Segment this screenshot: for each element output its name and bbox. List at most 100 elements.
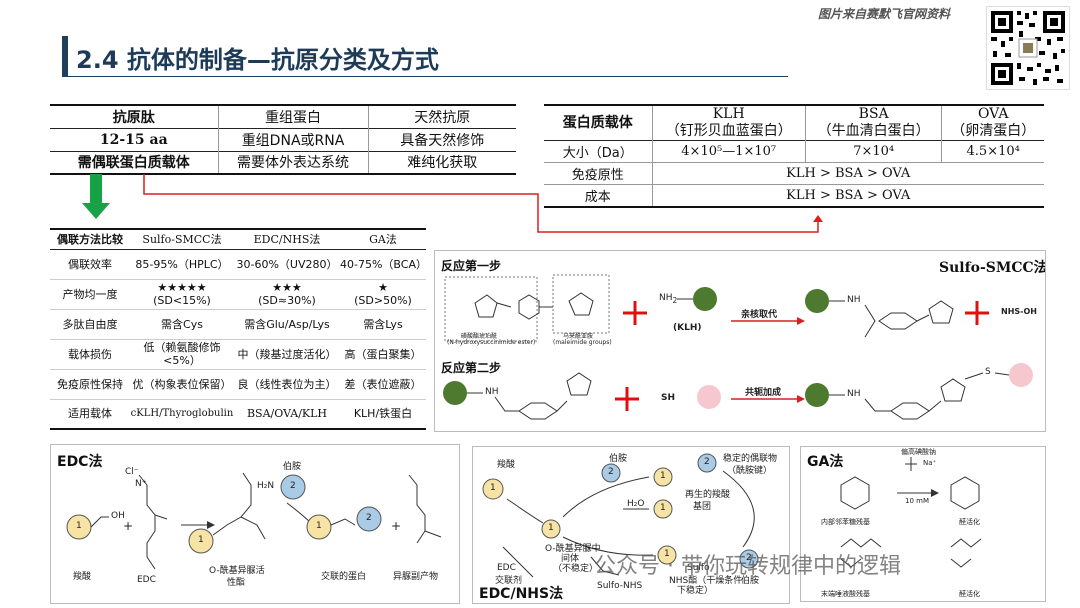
product-node	[653, 467, 673, 487]
ester-node	[657, 545, 677, 565]
ga-reaction-diagram	[840, 457, 982, 568]
amine-node	[739, 549, 759, 569]
carrier-table: 蛋白质载体 KLH（钉形贝血蓝蛋白） BSA（牛血清白蛋白） OVA（卵清蛋白）…	[544, 104, 1044, 208]
node-label: 1	[660, 471, 666, 481]
antigen-cell: 12-15 aa	[99, 131, 168, 148]
nhs-ester-box	[444, 276, 538, 342]
antigen-cell: 需要体外表达系统	[217, 151, 368, 174]
rating-sd: (SD≈30%)	[258, 294, 316, 307]
maleimide-label-en: (maleimide groups)	[553, 339, 612, 346]
n-plus-label: N⁺	[135, 479, 147, 489]
product-amine-node	[356, 506, 382, 532]
intermediate-node	[541, 519, 561, 539]
node-label: 2	[746, 553, 752, 563]
regenerated-label: 基团	[693, 502, 712, 512]
smcc-reaction-panel: 反应第一步 Sulfo-SMCC法 反应第二步 磺酸酯琥珀酰 (N-hydrox…	[434, 250, 1046, 432]
edc-reaction-panel: EDC法 1 OH 羧酸 + Cl⁻ N⁺ EDC 1 O-酰基异脲活 性酯 伯…	[50, 444, 460, 604]
immunogenicity-label: 免疫原性	[571, 168, 624, 183]
size-label: 大小（Da）	[562, 146, 633, 161]
sulfo-nhs-label: Sulfo-NHS	[597, 581, 643, 591]
plus-icon	[615, 387, 639, 411]
table-cell: 需含Lys	[363, 317, 403, 331]
antigen-cell: 重组蛋白	[217, 105, 368, 128]
arrow1-label: 亲核取代	[741, 310, 778, 320]
carboxyl-node	[188, 528, 214, 554]
edc-nhs-reaction-panel: 羧酸 1 伯胺 2 1 2 稳定的偶联物 （酰胺键） 再生的羧酸 基团 1 H₂…	[472, 446, 790, 604]
table-cell: ★★★★★(SD<15%)	[130, 279, 234, 309]
table-cell: 需含Glu/Asp/Lys	[244, 317, 330, 331]
intermediate-label: O-酰基异脲中	[545, 544, 601, 554]
ga-reaction-panel: GA法 偏高碘酸钠 Na⁺ 10 mM 内部邻苯糖残基 醛活化 末端唾液酸残基 …	[800, 446, 1046, 602]
amine-label: 伯胺	[741, 576, 760, 586]
condition-label: 10 mM	[905, 497, 929, 505]
down-arrow-icon	[90, 174, 102, 204]
antigen-cell: 重组DNA或RNA	[217, 128, 368, 151]
antigen-cell: 需偶联蛋白质载体	[77, 155, 190, 172]
carrier-protein-node	[805, 383, 829, 407]
intermediate-label: （不稳定）	[553, 564, 599, 574]
edc-reaction-diagram	[66, 472, 442, 570]
carrier-abbr: KLH	[712, 106, 745, 122]
smcc-reaction-diagram	[443, 274, 1033, 420]
edc-label: EDC法	[57, 454, 103, 470]
maleimide-box	[552, 274, 610, 334]
carrier-name: （钉形贝血蓝蛋白）	[665, 123, 792, 139]
edc-nhs-label: EDC/NHS法	[479, 586, 564, 602]
row-label: 偶联效率	[68, 257, 112, 271]
nh2-label: H₂N	[257, 481, 275, 491]
edc-label: EDC	[497, 563, 516, 573]
rating-stars: ★★★★★	[157, 281, 207, 294]
stable-product-label: 稳定的偶联物	[723, 454, 778, 464]
page-title: 2.4 抗体的制备—抗原分类及方式	[76, 46, 439, 74]
table-cell: KLH/铁蛋白	[353, 407, 413, 421]
table-row: 适用载体 cKLH/Thyroglobulin BSA/OVA/KLH KLH/…	[50, 399, 426, 429]
nh2-text: NH	[659, 293, 673, 303]
table-row: 蛋白质载体 KLH（钉形贝血蓝蛋白） BSA（牛血清白蛋白） OVA（卵清蛋白）	[544, 105, 1044, 141]
nh-label: NH	[485, 387, 499, 397]
watermark: 公众号 · 带你玩转规律中的逻辑	[594, 554, 901, 579]
right-top-label: 醛活化	[959, 518, 980, 526]
product-node	[306, 514, 332, 540]
node-label: 1	[76, 521, 82, 531]
byproduct-label: 异脲副产物	[393, 572, 439, 582]
node-label: 2	[608, 467, 614, 477]
table-row: 成本 KLH > BSA > OVA	[544, 184, 1044, 207]
product-label: 交联的蛋白	[321, 572, 367, 582]
nhs-group-label-en: (N-hydroxysuccinimide ester)	[447, 339, 536, 346]
edc-name-label: EDC	[137, 575, 156, 585]
table-row: 产物均一度 ★★★★★(SD<15%) ★★★(SD≈30%) ★(SD>50%…	[50, 279, 426, 309]
cost-label: 成本	[584, 189, 611, 205]
carrier-name: （卵清蛋白）	[951, 123, 1036, 139]
node-label: 2	[290, 481, 296, 491]
table-row: 12-15 aa 重组DNA或RNA 具备天然修饰	[50, 128, 516, 151]
sulfo-ester-label: 下稳定）	[677, 586, 714, 596]
rating-sd: (SD>50%)	[354, 294, 412, 307]
carrier-column: BSA（牛血清白蛋白）	[804, 105, 942, 141]
reaction-arrowhead	[931, 489, 939, 497]
step1-label: 反应第一步	[441, 259, 502, 273]
table-row: 多肽自由度 需含Cys 需含Glu/Asp/Lys 需含Lys	[50, 309, 426, 339]
qr-code-image	[991, 11, 1065, 85]
row-label: 载体损伤	[68, 347, 112, 361]
right-bottom-label: 醛活化	[959, 590, 980, 598]
qr-code	[986, 6, 1070, 90]
carrier-header-label: 蛋白质载体	[562, 114, 633, 131]
reagent-label: 偏高碘酸钠	[901, 448, 936, 456]
nh2-label: NH2	[659, 293, 677, 305]
arrow2-label: 共轭加成	[745, 388, 782, 398]
cl-label: Cl⁻	[125, 467, 139, 477]
carrier-column: KLH（钉形贝血蓝蛋白）	[651, 105, 806, 141]
edc-label: 交联剂	[495, 576, 523, 586]
regenerated-node	[653, 499, 673, 519]
table-cell: 中（羧基过度活化）	[237, 347, 337, 361]
byproduct-structure	[408, 474, 442, 544]
plus-label: +	[123, 519, 134, 533]
table-cell: ★★★(SD≈30%)	[234, 279, 340, 309]
carrier-abbr: OVA	[977, 106, 1009, 122]
coupling-header: 偶联方法比较	[57, 232, 123, 246]
ga-structures	[840, 476, 982, 568]
down-arrow-head-icon	[82, 203, 110, 219]
product-structure	[829, 300, 954, 338]
stable-product-label: （酰胺键）	[727, 466, 773, 476]
title-accent-bar	[62, 36, 68, 76]
